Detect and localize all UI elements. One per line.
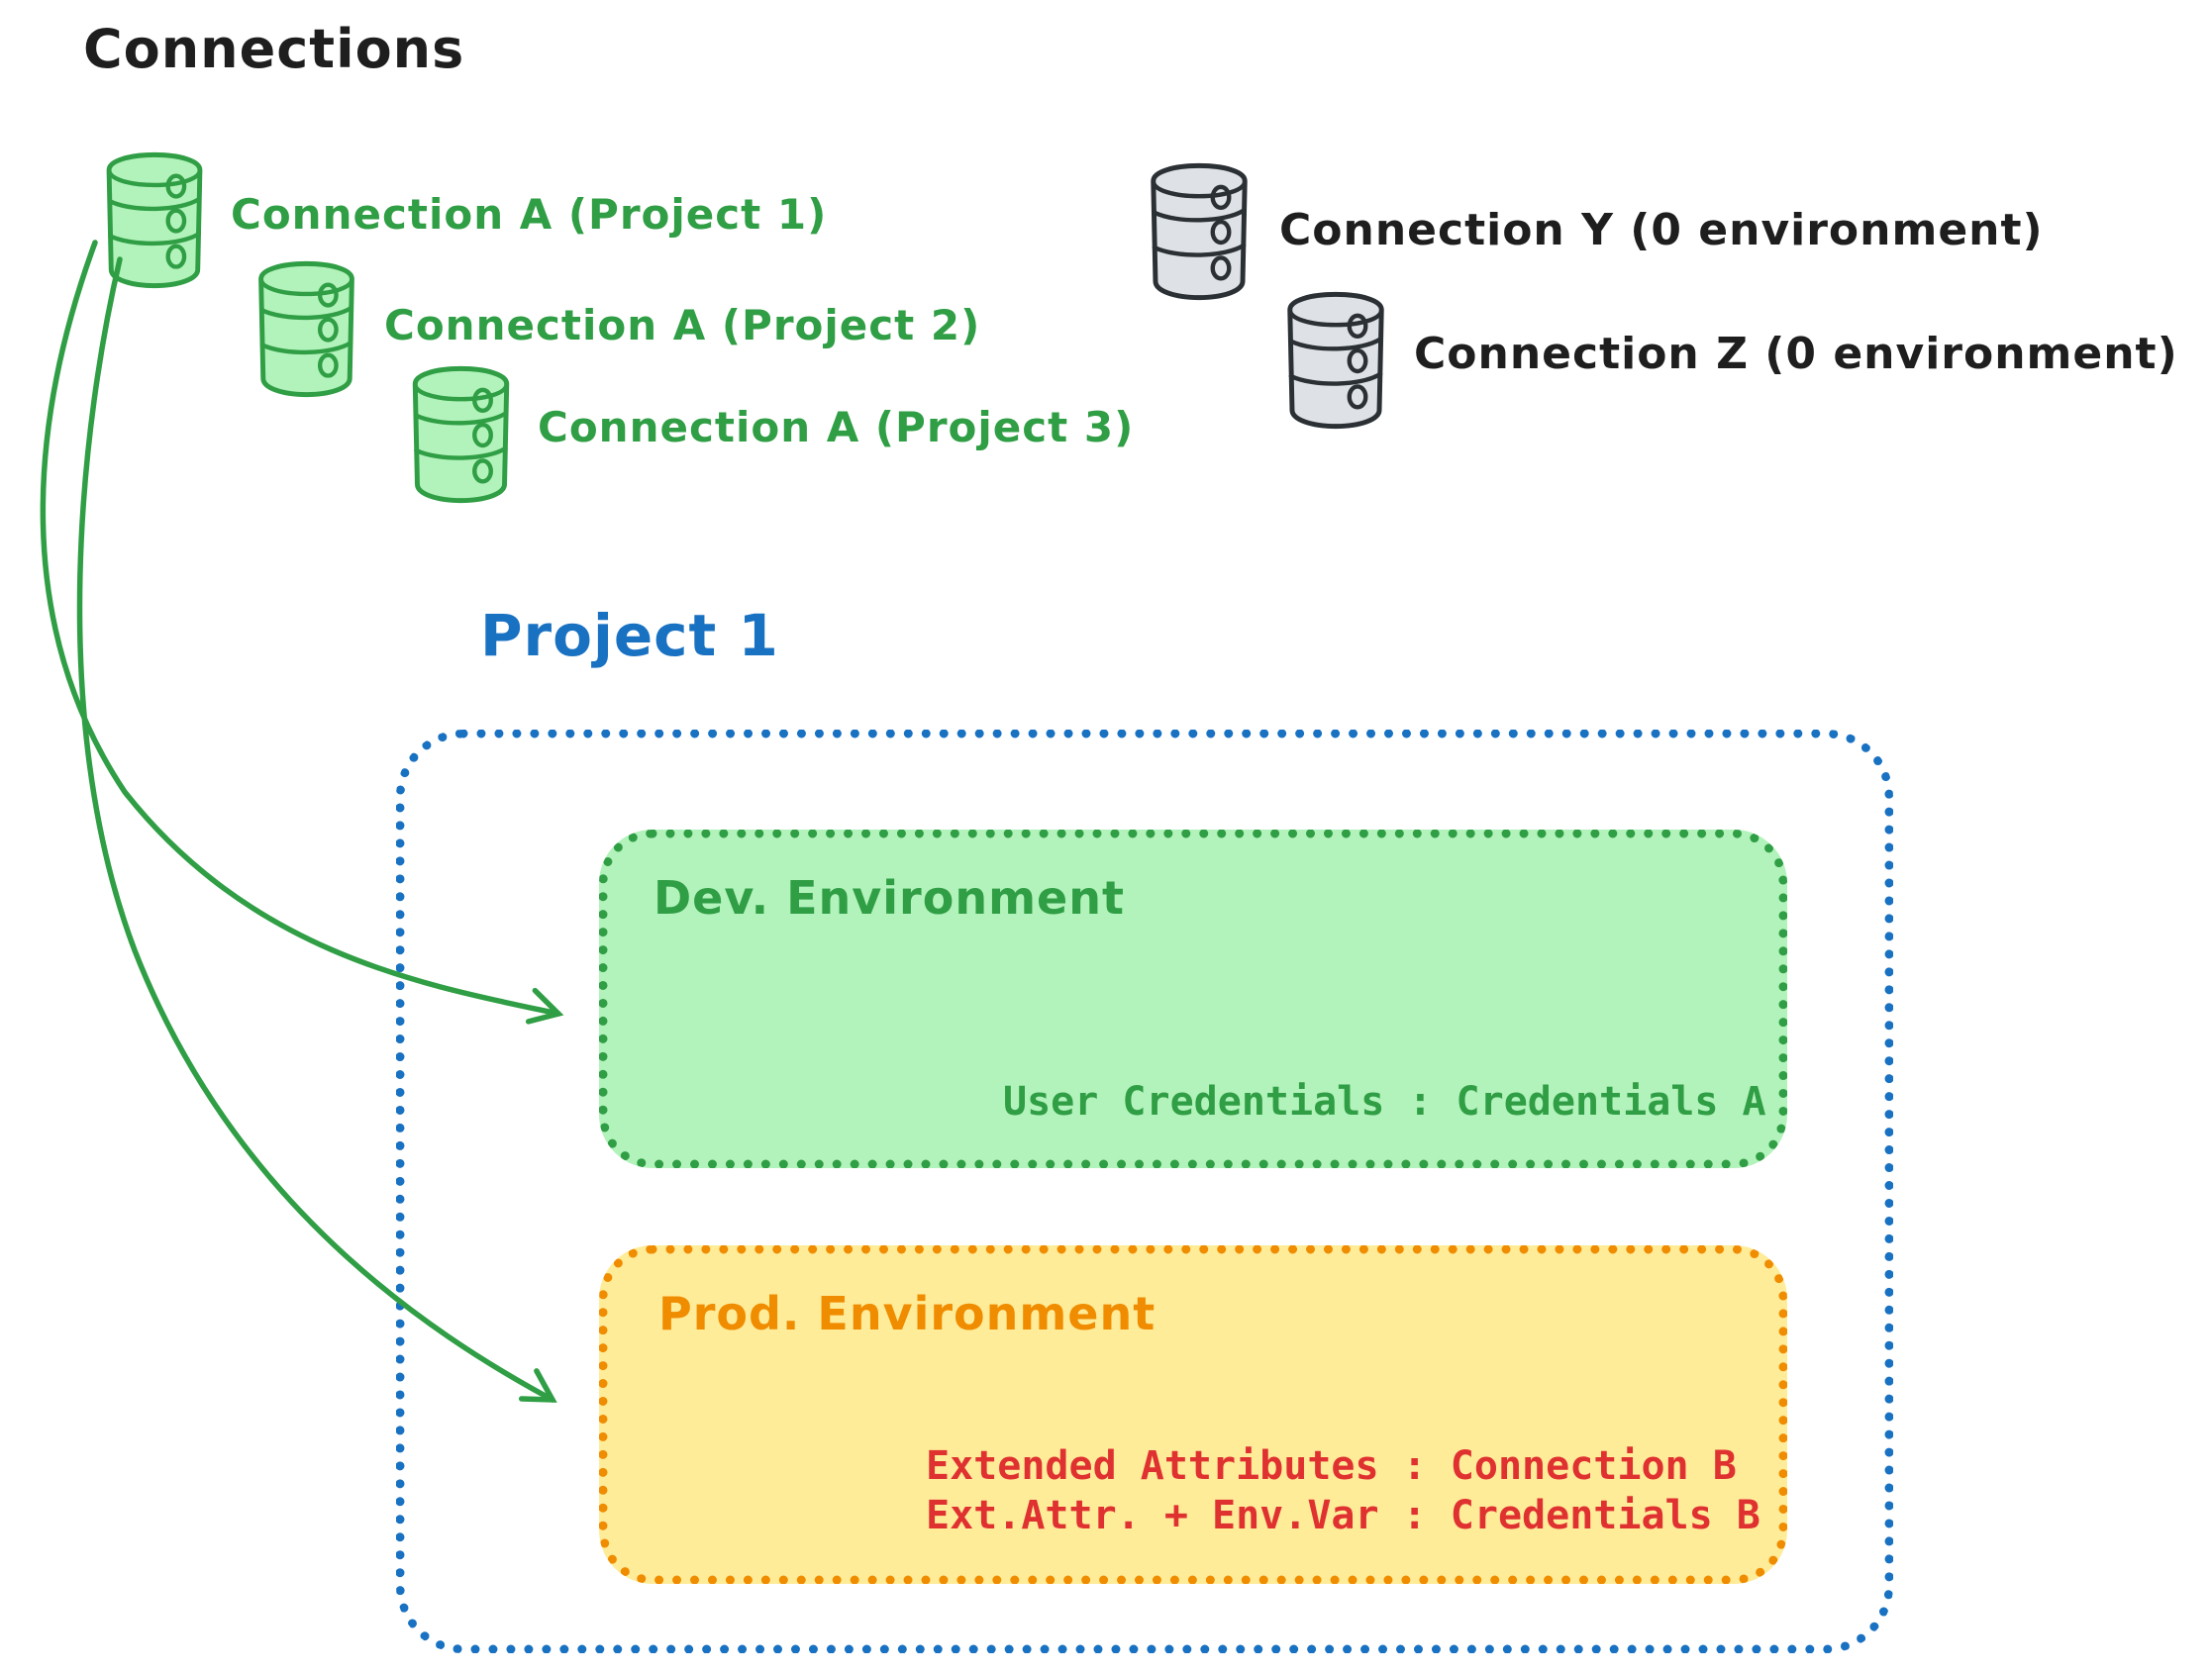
prod-environment-title: Prod. Environment (658, 1287, 1156, 1340)
database-icon-connection-y (1144, 161, 1255, 302)
connection-label-a-project-1: Connection A (Project 1) (231, 190, 828, 239)
project-title: Project 1 (480, 602, 779, 669)
prod-attributes-line-2: Ext.Attr. + Env.Var : Credentials B (926, 1493, 1760, 1538)
prod-attributes-line-1: Extended Attributes : Connection B (926, 1443, 1737, 1489)
dev-environment-box (599, 830, 1787, 1168)
database-icon-connection-z (1280, 290, 1391, 431)
connection-label-a-project-2: Connection A (Project 2) (384, 301, 981, 349)
database-icon-connection-a-project-1 (99, 150, 210, 290)
database-icon-connection-a-project-2 (251, 259, 362, 399)
connections-title: Connections (83, 18, 465, 80)
connection-label-a-project-3: Connection A (Project 3) (538, 403, 1135, 451)
connection-label-y: Connection Y (0 environment) (1279, 205, 2044, 255)
connection-label-z: Connection Z (0 environment) (1414, 329, 2178, 379)
database-icon-connection-a-project-3 (404, 364, 518, 505)
prod-environment-box (599, 1245, 1787, 1584)
dev-environment-title: Dev. Environment (654, 871, 1125, 925)
dev-credentials-text: User Credentials : Credentials A (1003, 1079, 1766, 1125)
